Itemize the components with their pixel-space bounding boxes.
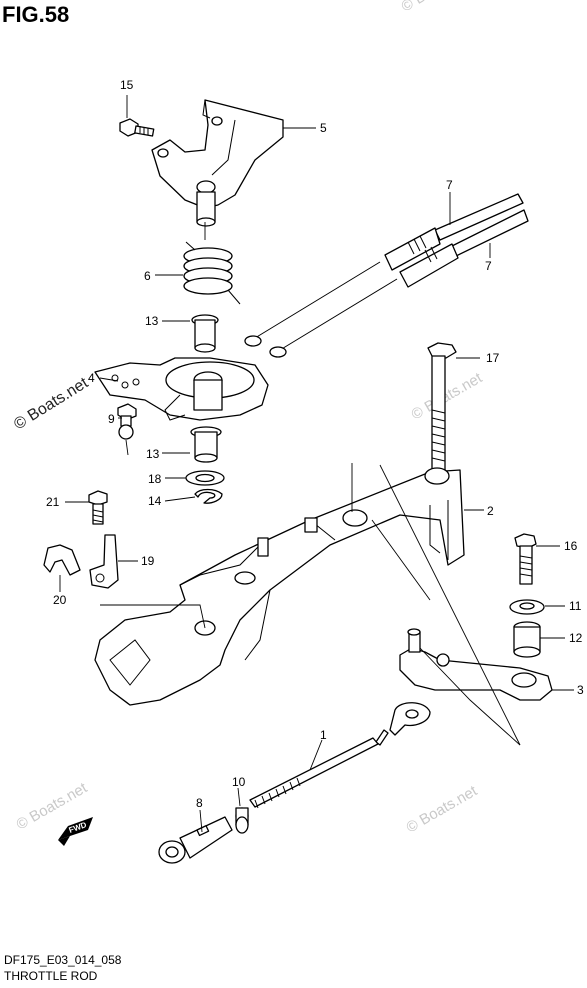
part-9-ball-joint xyxy=(117,403,137,440)
part-8-rod-end xyxy=(158,816,233,864)
callout-2: 2 xyxy=(487,504,494,518)
figure-name: THROTTLE ROD xyxy=(4,969,98,983)
callout-13a: 13 xyxy=(145,314,159,328)
part-13-bushing-upper xyxy=(191,314,219,353)
part-21-bolt xyxy=(88,490,108,525)
callout-11: 11 xyxy=(569,599,582,613)
callout-8: 8 xyxy=(196,796,203,810)
watermark: © Boats.net xyxy=(11,374,92,433)
part-5-bracket xyxy=(151,99,284,227)
callout-14: 14 xyxy=(148,494,162,508)
watermark: © Boats.net xyxy=(399,0,476,15)
callout-16: 16 xyxy=(564,539,578,553)
figure-code: DF175_E03_014_058 xyxy=(4,953,122,967)
callout-20: 20 xyxy=(53,593,67,607)
part-4-throttle-lever xyxy=(94,357,269,421)
callout-21: 21 xyxy=(46,495,60,509)
part-6-spring xyxy=(183,241,241,305)
leader-lines xyxy=(59,95,574,833)
callout-10: 10 xyxy=(232,775,246,789)
callout-12: 12 xyxy=(569,631,583,645)
part-18-washer xyxy=(185,470,225,486)
part-12-collar xyxy=(513,621,541,658)
callout-9: 9 xyxy=(108,412,115,426)
part-11-washer xyxy=(509,599,545,615)
callout-19: 19 xyxy=(141,554,155,568)
callout-7b: 7 xyxy=(485,259,492,273)
assembly-guide-lines xyxy=(100,222,521,746)
figure-title: FIG.58 xyxy=(2,2,70,27)
callout-17: 17 xyxy=(486,351,500,365)
part-20-clip xyxy=(43,544,81,576)
callout-6: 6 xyxy=(144,269,151,283)
part-1-throttle-rod xyxy=(249,702,431,809)
callout-13b: 13 xyxy=(146,447,160,461)
part-2-throttle-arm xyxy=(94,467,465,706)
callout-1: 1 xyxy=(320,728,327,742)
part-15-bolt xyxy=(119,118,155,137)
part-16-bolt xyxy=(514,533,537,585)
callout-4: 4 xyxy=(88,371,95,385)
callout-5: 5 xyxy=(320,121,327,135)
fwd-arrow-icon: FWD xyxy=(58,817,93,846)
part-14-e-clip xyxy=(194,488,223,504)
part-3-link-arm xyxy=(399,628,553,701)
part-13-bushing-lower xyxy=(190,426,222,463)
part-17-long-bolt xyxy=(427,342,457,475)
part-7-cables xyxy=(244,193,529,358)
callout-15: 15 xyxy=(120,78,134,92)
watermark: © Boats.net xyxy=(409,369,486,423)
callout-18: 18 xyxy=(148,472,162,486)
part-10-nut xyxy=(235,807,249,834)
callout-7a: 7 xyxy=(446,178,453,192)
part-19-bracket xyxy=(89,534,119,589)
watermark: © Boats.net xyxy=(404,782,481,836)
callout-3: 3 xyxy=(577,683,584,697)
callout-numbers: 15 5 7 7 6 13 4 9 13 18 14 17 2 21 19 20… xyxy=(46,78,584,810)
